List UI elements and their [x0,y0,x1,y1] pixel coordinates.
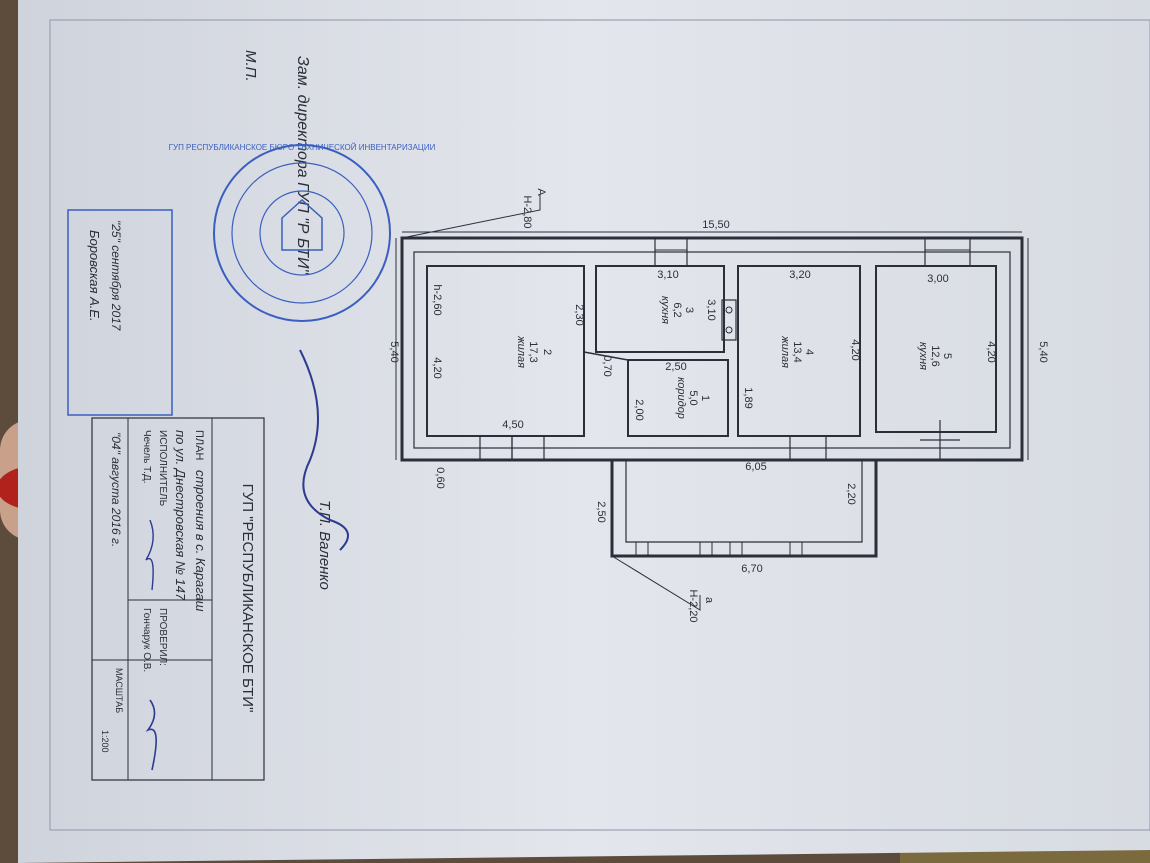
plan-label: ПЛАН [193,430,205,460]
dim-corr-width: 2,50 [665,361,686,373]
dim-width-left: 5,40 [388,341,400,362]
dim-width-right: 5,40 [1037,341,1049,362]
room-3-number: 3 [683,307,695,313]
org-title: ГУП "РЕСПУБЛИКАНСКОЕ БТИ" [239,484,256,713]
approval-block: Зам. директора ГУП "Р БТИ" Т.П. Валенко … [242,50,349,590]
window-bottom-3 [789,435,827,461]
dim-r2-depth: 4,20 [431,357,443,378]
height-marker-a: А [535,188,547,196]
room-3-name: кухня [659,296,671,324]
room-3-area: 6,2 [671,302,683,317]
veranda-wall [610,460,878,558]
dim-veranda-len: 6,70 [741,563,762,575]
note-name: Боровская А.Е. [87,230,102,322]
stove [721,299,737,341]
director-signature [299,349,349,551]
dim-r4-depth: 4,20 [849,339,861,360]
window-top-1 [654,237,688,267]
room-2-area: 17,3 [527,341,539,362]
dim-r2-width: 4,50 [502,419,523,431]
stamp-text: ГУП РЕСПУБЛИКАНСКОЕ БЮРО ТЕХНИЧЕСКОЙ ИНВ… [169,143,436,152]
round-stamp: ГУП РЕСПУБЛИКАНСКОЕ БЮРО ТЕХНИЧЕСКОЙ ИНВ… [169,143,436,322]
window-bottom-2 [511,435,545,461]
room-5-area: 12,6 [929,345,941,366]
room-4-number: 4 [803,349,815,355]
height-b: Н-2,20 [687,589,699,622]
room-2-name: жилая [515,335,527,368]
rect-stamp: "25" сентября 2017 Боровская А.Е. [67,209,173,416]
title-block: ГУП "РЕСПУБЛИКАНСКОЕ БТИ" ПЛАН строения … [91,417,265,781]
dim-r3-depth: 3,10 [705,299,717,320]
room-5-number: 5 [941,353,953,359]
dim-stove-gap: 0,70 [601,355,613,376]
plan-labels: 15,50 5,40 5,40 А Н-2,80 а Н-2,20 0,60 2… [388,188,1049,622]
height-b-marker: а [703,597,715,604]
outer-wall [400,236,1024,462]
dim-r4-width: 3,20 [789,269,810,281]
scale-value: 1:200 [100,730,110,753]
dim-r5-width: 3,00 [927,273,948,285]
dim-corr-side: 1,89 [742,387,754,408]
room-2-height: h-2,60 [431,284,443,315]
executor-label: ИСПОЛНИТЕЛЬ [157,430,168,507]
deputy-name: Т.П. Валенко [316,500,333,590]
dim-veranda-left: 2,50 [595,501,607,522]
room-4-area: 13,4 [791,341,803,362]
wall-offset: 0,60 [434,467,446,488]
dim-r3-width: 3,10 [657,269,678,281]
dim-r5-depth: 4,20 [985,341,997,362]
dim-corr-depth: 2,00 [633,399,645,420]
checker-signature [145,699,157,771]
plan-building: строения в с. Карагаш [193,470,208,612]
checked-name: Гончарук О.В. [141,608,152,672]
room-2-number: 2 [541,349,553,355]
room-1-outline [627,359,729,437]
room-5-name: кухня [917,342,929,370]
inner-wall-line [413,251,1011,449]
room-1-name: коридор [675,377,687,419]
page-border [49,19,1150,831]
room-1-number: 1 [699,395,711,401]
date-line: "04" августа 2016 г. [109,432,123,547]
dim-veranda-mid: 6,05 [745,461,766,473]
dim-overall-length: 15,50 [702,219,730,231]
executor-signature [145,519,154,591]
dim-veranda-right: 2,20 [845,483,857,504]
executor-name: Чечель Т.Д. [141,430,152,484]
room-1-area: 5,0 [687,390,699,405]
plan-address: по ул. Днестровская № 147 [173,430,188,601]
room-4-name: жилая [779,335,791,368]
note-date: "25" сентября 2017 [109,220,123,332]
checked-label: ПРОВЕРИЛ: [157,608,168,666]
scale-label: МАСШТАБ [114,668,124,713]
height-a: Н-2,80 [521,195,533,228]
dim-r2-upper: 2,30 [573,304,585,325]
deputy-title: Зам. директора ГУП "Р БТИ" [294,56,311,275]
floor-plan [395,195,1029,611]
window-top-2 [924,237,971,267]
mp-label: М.П. [242,50,259,82]
